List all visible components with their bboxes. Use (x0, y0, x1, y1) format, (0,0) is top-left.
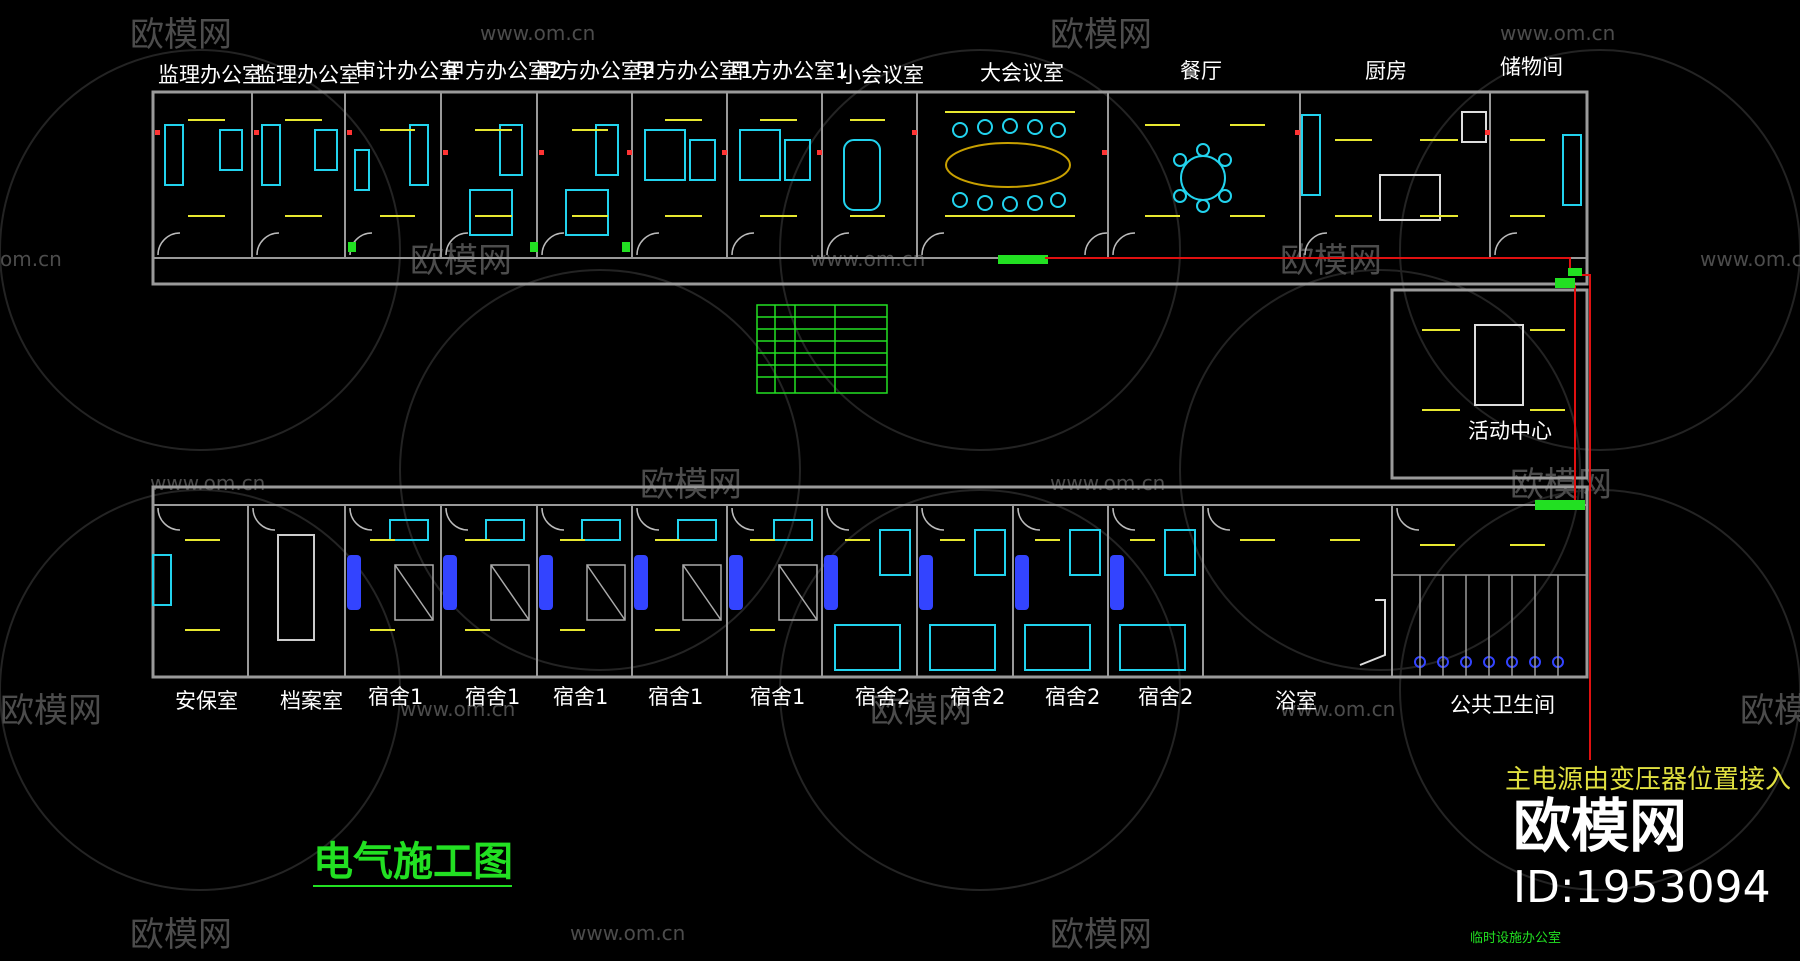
dormitory-furniture (152, 519, 1196, 671)
top-block-outline (151, 90, 1589, 286)
watermark-url: www.om.cn (400, 697, 515, 721)
watermark-brand: 欧模网 (1050, 915, 1152, 955)
bottom-building-block: 安保室 档案室 宿舍1 宿舍1 宿舍1 宿舍1 宿舍1 宿舍2 宿舍2 宿舍2 … (151, 485, 1589, 717)
wardrobe-units (394, 564, 818, 621)
top-panels (348, 242, 1048, 264)
top-devices (155, 130, 1490, 155)
room-label: 厨房 (1365, 59, 1407, 83)
room-label: 储物间 (1500, 55, 1563, 79)
room-label: 餐厅 (1180, 59, 1222, 83)
watermark-brand: 欧模网 (130, 915, 232, 955)
room-label: 浴室 (1275, 689, 1317, 713)
room-label: 甲方办公室2 (444, 59, 562, 83)
bottom-light-fixtures (185, 539, 1545, 631)
room-label: 宿舍1 (368, 685, 423, 709)
room-label: 宿舍1 (750, 685, 805, 709)
room-label: 安保室 (175, 689, 238, 713)
brand-badge-id: ID:1953094 (1513, 862, 1771, 913)
room-label: 活动中心 (1468, 419, 1552, 443)
watermark-brand: 欧模网 (130, 15, 232, 55)
watermark-brand: 欧模网 (0, 691, 102, 731)
watermark-layer: 欧模网 www.om.cn 欧模网 www.om.cn om.cn 欧模网 ww… (0, 15, 1800, 955)
watermark-url: om.cn (0, 247, 62, 271)
room-label: 小会议室 (840, 63, 924, 87)
activity-center-outline (1390, 288, 1589, 480)
watermark-brand: 欧模网 (410, 241, 512, 281)
room-label: 公共卫生间 (1450, 693, 1555, 717)
watermark-url: www.om.cn (1050, 471, 1165, 495)
shower-rail (1359, 599, 1386, 666)
watermark-url: www.om.cn (150, 471, 265, 495)
bottom-room-partitions (247, 505, 1393, 677)
room-label: 宿舍2 (1138, 685, 1193, 709)
brand-badge: 欧模网 ID:1953094 (1513, 792, 1771, 913)
watermark-brand: 欧模网 (1050, 15, 1152, 55)
billiard-table (1474, 324, 1524, 406)
room-label: 监理办公室 (255, 63, 360, 87)
room-label: 甲方办公室1 (730, 59, 848, 83)
conference-chairs (952, 118, 1232, 213)
room-label: 审计办公室 (355, 59, 460, 83)
top-door-swings (157, 232, 1518, 256)
bottom-door-swings (157, 507, 1420, 531)
watermark-brand: 欧模网 (1510, 465, 1612, 505)
top-furniture (164, 111, 1582, 236)
room-label: 甲方办公室2 (537, 59, 655, 83)
top-light-fixtures (188, 111, 1545, 217)
room-label: 监理办公室 (158, 63, 263, 87)
room-label: 宿舍2 (855, 685, 910, 709)
room-label: 大会议室 (980, 61, 1064, 85)
bottom-note: 临时设施办公室 (1470, 930, 1561, 946)
watermark-circles (0, 49, 1800, 891)
watermark-url: www.om.cn (1280, 697, 1395, 721)
room-label: 宿舍2 (950, 685, 1005, 709)
room-label: 宿舍2 (1045, 685, 1100, 709)
watermark-brand: 欧模网 (1740, 691, 1800, 731)
watermark-brand: 欧模网 (870, 691, 972, 731)
brand-badge-name: 欧模网 (1513, 792, 1687, 860)
distribution-panels (1535, 268, 1585, 510)
watermark-url: www.om.cn (480, 21, 595, 45)
activity-center-block: 活动中心 (1390, 288, 1589, 480)
watermark-url: www.om.cn (1500, 21, 1615, 45)
room-label: 宿舍1 (465, 685, 520, 709)
top-room-partitions (251, 92, 1491, 258)
power-source-note: 主电源由变压器位置接入 (1505, 765, 1791, 795)
watermark-brand: 欧模网 (640, 465, 742, 505)
washroom-stalls (1392, 574, 1587, 677)
room-label: 宿舍1 (553, 685, 608, 709)
watermark-brand: 欧模网 (1280, 241, 1382, 281)
main-power-cable (1045, 257, 1591, 760)
room-label: 档案室 (280, 689, 343, 713)
dormitory-beds (347, 555, 1124, 610)
legend-table (756, 304, 888, 394)
room-label: 宿舍1 (648, 685, 703, 709)
watermark-url: www.om.cn (1700, 247, 1800, 271)
drawing-title: 电气施工图 (313, 839, 513, 887)
drawing-title-text: 电气施工图 (313, 839, 513, 885)
watermark-url: www.om.cn (570, 921, 685, 945)
room-label: 甲方办公室1 (635, 59, 753, 83)
